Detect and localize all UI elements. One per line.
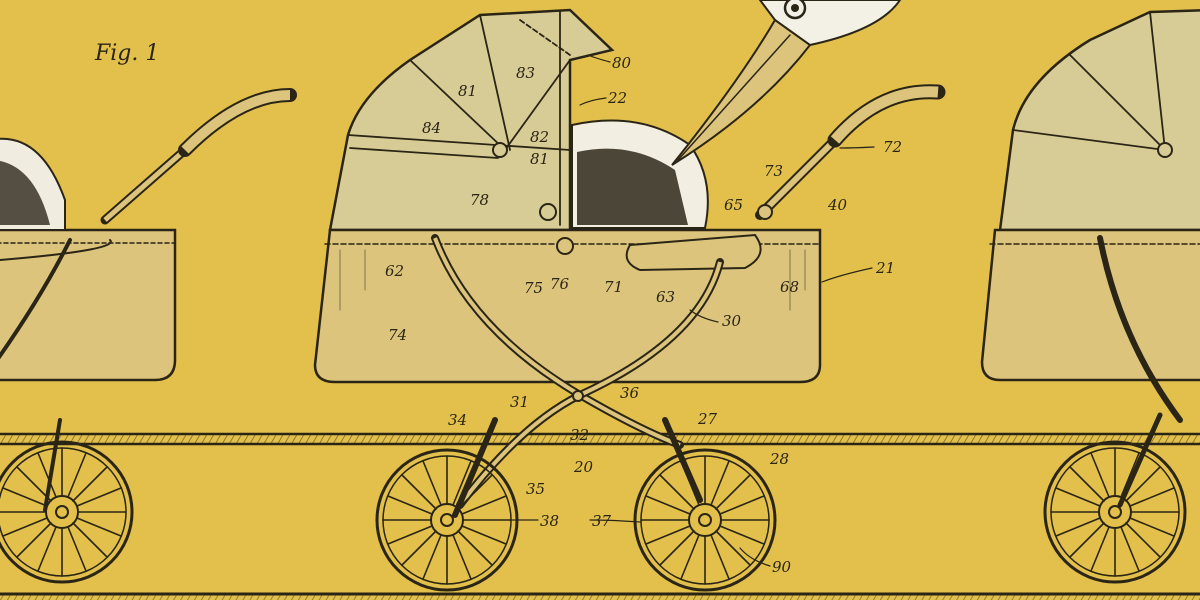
ref-83: 83 (516, 64, 535, 82)
ref-32: 32 (570, 426, 589, 444)
left-carriage (0, 88, 297, 584)
ref-90: 90 (772, 558, 792, 576)
ref-74: 74 (388, 326, 407, 344)
conveyor-belt (0, 432, 1200, 600)
ref-22: 22 (607, 89, 627, 107)
ref-68: 68 (780, 278, 799, 296)
ref-78: 78 (470, 191, 489, 209)
right-carriage (980, 9, 1200, 584)
ref-34: 34 (448, 411, 467, 429)
center-carriage (313, 8, 946, 592)
ref-35: 35 (526, 480, 545, 498)
ref-80: 80 (612, 54, 632, 72)
ref-72: 72 (883, 138, 902, 156)
ref-30: 30 (722, 312, 742, 330)
ref-37: 37 (592, 512, 612, 530)
ref-73: 73 (764, 162, 783, 180)
stork-beak (671, 0, 902, 166)
reference-numerals: 80 83 22 81 84 82 81 78 72 73 65 40 21 6… (385, 54, 902, 576)
ref-21: 21 (875, 259, 895, 277)
ref-81-b: 81 (530, 150, 549, 168)
ref-63: 63 (656, 288, 675, 306)
ref-31: 31 (510, 393, 529, 411)
ref-38: 38 (540, 512, 559, 530)
ref-84: 84 (422, 119, 441, 137)
ref-40: 40 (827, 196, 848, 214)
ref-28: 28 (769, 450, 789, 468)
ref-36: 36 (620, 384, 640, 402)
ref-20: 20 (573, 458, 594, 476)
ref-81: 81 (458, 82, 477, 100)
figure-label: Fig. 1 (94, 41, 159, 66)
ref-82: 82 (530, 128, 549, 146)
ref-27: 27 (697, 410, 718, 428)
ref-62: 62 (385, 262, 404, 280)
ref-76: 76 (550, 275, 570, 293)
ref-71: 71 (604, 278, 623, 296)
ref-75: 75 (524, 279, 543, 297)
carriage-hood (328, 8, 615, 232)
leader-lines (509, 54, 875, 567)
ref-65: 65 (724, 196, 743, 214)
